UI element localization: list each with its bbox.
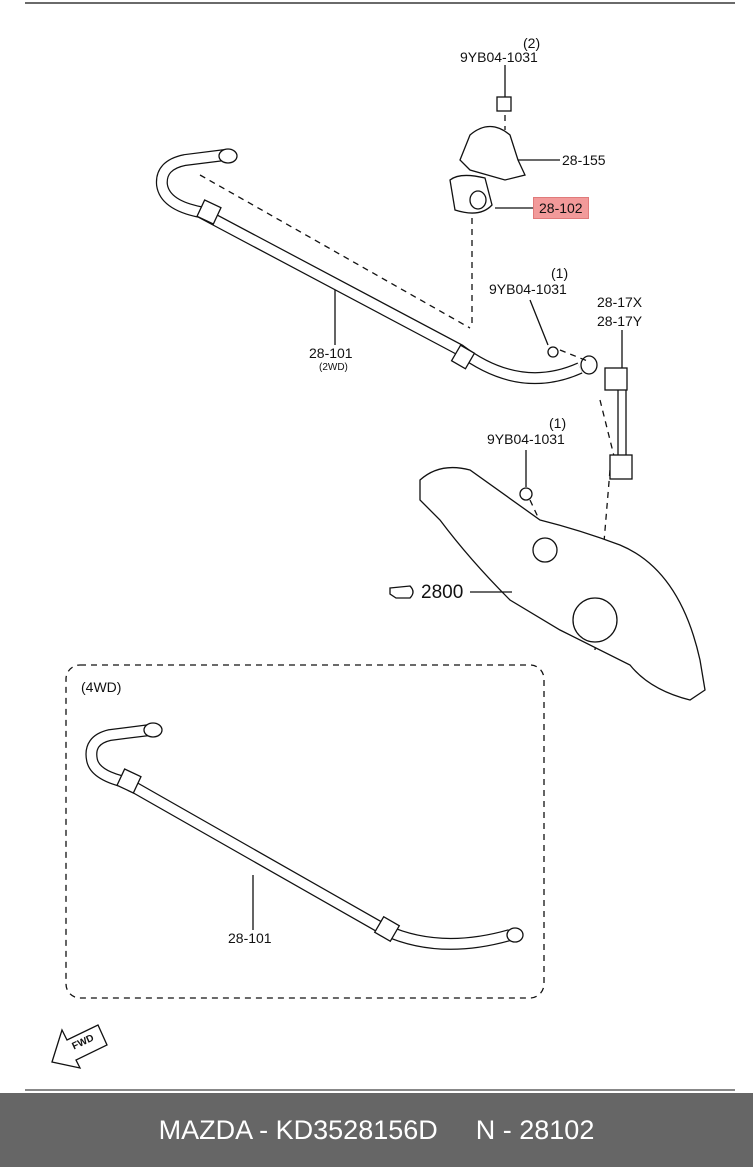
callout-nut-mid[interactable]: 9YB04-1031 (489, 281, 567, 297)
callout-bolt-top[interactable]: 9YB04-1031 (460, 49, 538, 65)
callout-qty: (1) (549, 415, 567, 431)
stabilizer-bar-4wd (85, 722, 524, 950)
callout-qty: (1) (551, 265, 569, 281)
callout-link-y[interactable]: 28-17Y (597, 313, 643, 329)
callout-nut-low[interactable]: 9YB04-1031 (487, 431, 565, 447)
lower-arm (419, 466, 706, 701)
callout-qty: (2) (523, 35, 541, 51)
parts-diagram: (2) 9YB04-1031 28-155 28-102 (1) 9YB04-1… (25, 2, 735, 1091)
callout-bracket[interactable]: 28-155 (562, 152, 606, 168)
callout-bar-4wd[interactable]: 28-101 (228, 930, 272, 946)
callout-bar-2wd-note: (2WD) (319, 362, 348, 373)
callout-arm[interactable]: 2800 (421, 582, 464, 603)
reference-hand-icon (389, 585, 414, 599)
section-4wd-label: (4WD) (81, 679, 122, 695)
reference-number: N - 28102 (475, 1114, 595, 1145)
stabilizer-bar-2wd (155, 148, 598, 384)
callout-link-x[interactable]: 28-17X (597, 294, 643, 310)
footer-bar: MAZDA - KD3528156D N - 28102 (0, 1093, 753, 1167)
callout-bushing-highlighted[interactable]: 28-102 (533, 197, 589, 219)
fwd-arrow-icon (51, 1024, 108, 1069)
diagram-drawing (25, 2, 735, 1091)
callout-bar-2wd[interactable]: 28-101 (309, 345, 353, 361)
brand-part-number: MAZDA - KD3528156D (158, 1114, 438, 1145)
